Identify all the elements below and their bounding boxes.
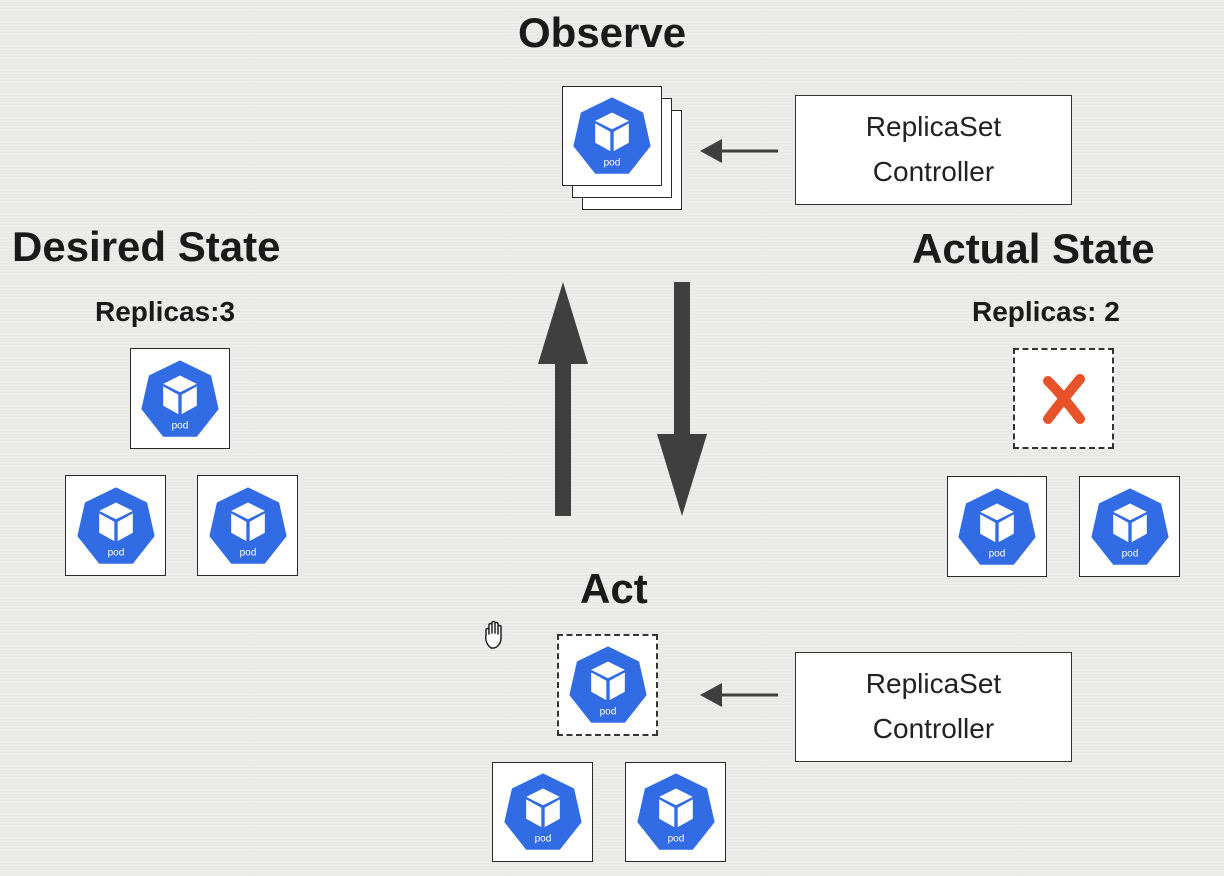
pod-label: pod [534, 833, 551, 844]
observe-controller-box: ReplicaSet Controller [795, 95, 1072, 205]
desired-replicas-label: Replicas:3 [95, 296, 236, 327]
desired-pod-card-left: pod [65, 475, 166, 576]
arrow-up-icon [538, 282, 588, 516]
controller-line-1: ReplicaSet [865, 111, 1002, 143]
desired-state-title: Desired State [12, 223, 281, 270]
controller-line-2: Controller [872, 156, 995, 187]
pod-icon: pod [141, 359, 219, 437]
pod-icon: pod [1090, 487, 1169, 565]
pod-label: pod [107, 547, 124, 558]
pod-label: pod [667, 833, 684, 844]
pod-icon: pod [503, 773, 582, 850]
actual-state-title: Actual State [912, 225, 1155, 272]
pod-icon: pod [208, 486, 287, 564]
pod-label: pod [599, 706, 616, 717]
pod-icon: pod [958, 487, 1036, 565]
pod-label: pod [989, 548, 1006, 559]
observe-pod-stack: pod [562, 86, 684, 212]
desired-pod-card-right: pod [197, 475, 298, 576]
pod-label: pod [1121, 548, 1138, 559]
controller-line-2: Controller [872, 713, 995, 744]
actual-replicas-label: Replicas: 2 [972, 296, 1120, 327]
pod-icon: pod [76, 486, 155, 564]
actual-pod-card-right: pod [1079, 476, 1180, 577]
pod-label: pod [172, 420, 189, 431]
hand-cursor-icon [485, 620, 502, 649]
desired-pod-card-top: pod [130, 348, 230, 449]
act-pod-card-left: pod [492, 762, 593, 862]
new-pod-card: pod [557, 634, 658, 736]
pod-label: pod [239, 547, 256, 558]
act-pod-card-right: pod [625, 762, 726, 862]
observe-title: Observe [518, 9, 687, 56]
act-controller-box: ReplicaSet Controller [795, 652, 1072, 762]
pod-label: pod [604, 157, 621, 168]
failure-x-icon [1042, 373, 1085, 424]
pod-icon: pod [636, 773, 715, 850]
act-pointer-arrow [700, 683, 778, 707]
missing-pod-card [1013, 348, 1114, 449]
observe-pointer-arrow [700, 139, 778, 163]
act-title: Act [580, 565, 648, 612]
pod-icon: pod [568, 646, 647, 723]
controller-line-1: ReplicaSet [865, 668, 1002, 700]
stack-card-front: pod [562, 86, 662, 186]
arrow-down-icon [657, 282, 707, 516]
actual-pod-card-left: pod [947, 476, 1047, 577]
pod-icon: pod [573, 97, 651, 174]
